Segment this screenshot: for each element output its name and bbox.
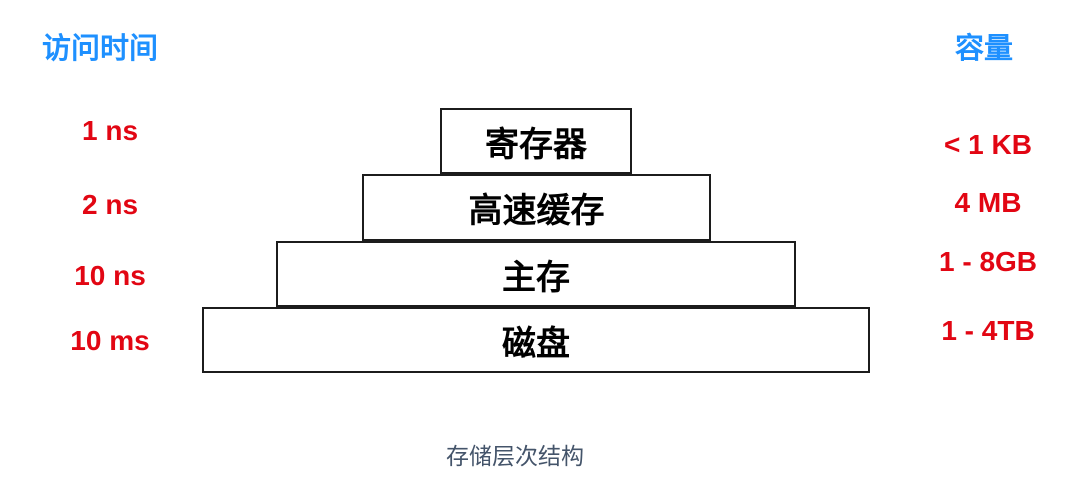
diagram-caption: 存储层次结构 — [446, 443, 584, 469]
capacity-label-main-memory: 1 - 8GB — [938, 246, 1038, 277]
pyramid-level-disk-label: 磁盘 — [502, 324, 570, 363]
access-time-label-disk: 10 ms — [70, 325, 150, 356]
pyramid-level-disk: 磁盘 — [202, 307, 870, 373]
capacity-column-header: 容量 — [955, 33, 1014, 65]
access-time-label-main-memory: 10 ns — [74, 260, 146, 291]
access-time-label-cache: 2 ns — [81, 189, 139, 220]
pyramid-level-main-memory: 主存 — [276, 241, 796, 307]
pyramid-level-register: 寄存器 — [440, 108, 632, 174]
pyramid-level-main-memory-label: 主存 — [502, 258, 570, 297]
access-time-label-register: 1 ns — [81, 115, 139, 146]
access-time-column-header: 访问时间 — [42, 33, 159, 65]
pyramid-level-cache-label: 高速缓存 — [468, 192, 605, 230]
capacity-label-register: < 1 KB — [944, 129, 1032, 160]
capacity-label-cache: 4 MB — [954, 187, 1022, 218]
pyramid-level-cache: 高速缓存 — [362, 174, 711, 241]
capacity-label-disk: 1 - 4TB — [941, 315, 1035, 346]
pyramid-level-register-label: 寄存器 — [485, 125, 587, 164]
